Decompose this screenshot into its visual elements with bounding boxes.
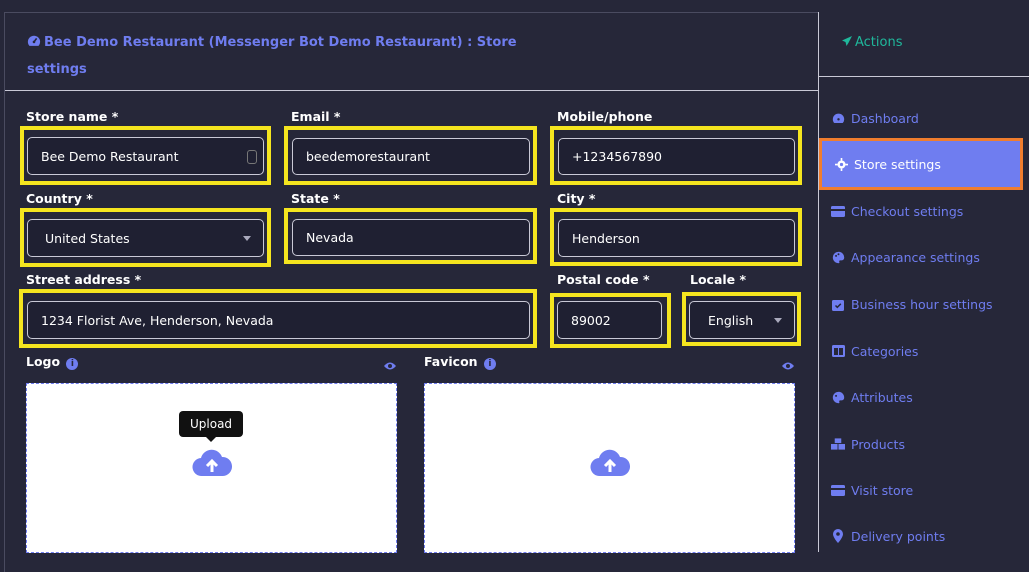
store-name-label: Store name *: [26, 109, 119, 124]
country-highlight: [20, 208, 271, 267]
main-panel: Bee Demo Restaurant (Messenger Bot Demo …: [4, 12, 819, 572]
cloud-upload-icon[interactable]: [590, 448, 631, 482]
street-value: 1234 Florist Ave, Henderson, Nevada: [41, 312, 274, 328]
sidebar-item-store-settings[interactable]: Store settings: [819, 138, 1023, 190]
locale-label: Locale *: [690, 272, 747, 287]
sidebar-item-categories[interactable]: Categories: [831, 331, 1021, 371]
cloud-upload-icon[interactable]: [192, 448, 233, 482]
logo-dropzone[interactable]: [26, 383, 397, 553]
store-name-input[interactable]: Bee Demo Restaurant: [27, 137, 264, 175]
postal-value: 89002: [571, 312, 611, 328]
sidebar-item-label: Categories: [851, 343, 919, 359]
actions-header: Actions: [819, 12, 1029, 77]
gear-icon: [834, 157, 848, 171]
state-value: Nevada: [306, 230, 354, 245]
map-pin-icon: [831, 529, 845, 543]
dashboard-gauge-icon: [831, 111, 845, 125]
upload-tooltip: Upload: [179, 411, 244, 442]
info-icon: i: [483, 358, 496, 370]
email-highlight: [284, 126, 537, 185]
store-name-value: Bee Demo Restaurant: [41, 148, 179, 164]
boxes-icon: [831, 437, 845, 451]
mobile-highlight: [550, 126, 802, 185]
dashboard-gauge-icon: [27, 32, 41, 57]
sidebar-item-label: Delivery points: [851, 528, 946, 544]
eye-icon[interactable]: [781, 356, 795, 375]
sidebar-item-label: Business hour settings: [851, 296, 993, 312]
locale-highlight: [682, 292, 801, 346]
sidebar-item-dashboard[interactable]: Dashboard: [831, 98, 1021, 138]
logo-label-text: Logo: [26, 354, 61, 369]
page-title: Bee Demo Restaurant (Messenger Bot Demo …: [27, 30, 527, 82]
postal-label: Postal code *: [557, 272, 650, 287]
postal-input[interactable]: 89002: [557, 301, 662, 339]
chevron-down-icon: [774, 318, 782, 323]
eye-icon[interactable]: [383, 356, 397, 375]
palette-icon: [831, 250, 845, 264]
email-input[interactable]: beedemorestaurant: [292, 138, 530, 175]
sidebar-item-label: Visit store: [851, 482, 914, 498]
sidebar-item-products[interactable]: Products: [831, 424, 1021, 464]
street-highlight: [19, 289, 537, 348]
sidebar-item-label: Checkout settings: [851, 203, 964, 219]
state-input[interactable]: Nevada: [292, 219, 530, 256]
city-highlight: [550, 208, 802, 266]
sidebar-item-attributes[interactable]: Attributes: [831, 377, 1021, 417]
country-value: United States: [45, 230, 130, 246]
sidebar-item-business-hour-settings[interactable]: Business hour settings: [831, 284, 1021, 324]
sidebar-item-appearance-settings[interactable]: Appearance settings: [831, 237, 1021, 277]
sidebar-item-label: Appearance settings: [851, 249, 980, 265]
autofill-icon: [247, 150, 257, 164]
mobile-value: +1234567890: [572, 149, 663, 164]
actions-sidebar: Actions Dashboard Store settings Checkou…: [818, 12, 1029, 552]
sidebar-item-checkout-settings[interactable]: Checkout settings: [831, 191, 1021, 231]
city-label: City *: [557, 191, 596, 206]
info-icon: i: [66, 358, 79, 370]
postal-highlight: [550, 293, 671, 348]
calendar-check-icon: [831, 297, 845, 311]
store-name-highlight: [20, 126, 271, 185]
sidebar-item-label: Attributes: [851, 389, 913, 405]
credit-card-icon: [831, 204, 845, 218]
favicon-dropzone[interactable]: [424, 383, 795, 553]
street-label: Street address *: [26, 272, 142, 287]
logo-label: Logo i: [26, 354, 79, 370]
favicon-label: Favicon i: [424, 354, 496, 370]
sidebar-item-label: Store settings: [854, 156, 941, 172]
state-label: State *: [291, 191, 340, 206]
paper-plane-icon: [841, 35, 853, 51]
actions-label: Actions: [855, 35, 903, 50]
palette-icon: [831, 390, 845, 404]
page-title-text: Bee Demo Restaurant (Messenger Bot Demo …: [27, 35, 517, 77]
country-label: Country *: [26, 191, 93, 206]
app-frame: Bee Demo Restaurant (Messenger Bot Demo …: [4, 12, 1029, 572]
chevron-down-icon: [243, 236, 251, 241]
sidebar-item-label: Dashboard: [851, 110, 919, 126]
street-input[interactable]: 1234 Florist Ave, Henderson, Nevada: [27, 301, 530, 339]
sidebar-item-label: Products: [851, 436, 905, 452]
locale-select[interactable]: English: [689, 301, 795, 339]
sidebar-item-visit-store[interactable]: Visit store: [831, 470, 1021, 510]
favicon-label-text: Favicon: [424, 354, 478, 369]
credit-card-icon: [831, 483, 845, 497]
sidebar-item-delivery-points[interactable]: Delivery points: [831, 516, 1021, 556]
country-select[interactable]: United States: [27, 219, 264, 257]
locale-value: English: [708, 312, 754, 328]
mobile-input[interactable]: +1234567890: [558, 138, 795, 175]
mobile-label: Mobile/phone: [557, 109, 653, 124]
city-value: Henderson: [572, 230, 640, 246]
card-header: Bee Demo Restaurant (Messenger Bot Demo …: [5, 13, 819, 91]
city-input[interactable]: Henderson: [558, 219, 795, 257]
state-highlight: [284, 208, 537, 264]
columns-icon: [831, 344, 845, 358]
actions-title: Actions: [841, 35, 903, 51]
email-value: beedemorestaurant: [306, 149, 430, 164]
email-label: Email *: [291, 109, 341, 124]
